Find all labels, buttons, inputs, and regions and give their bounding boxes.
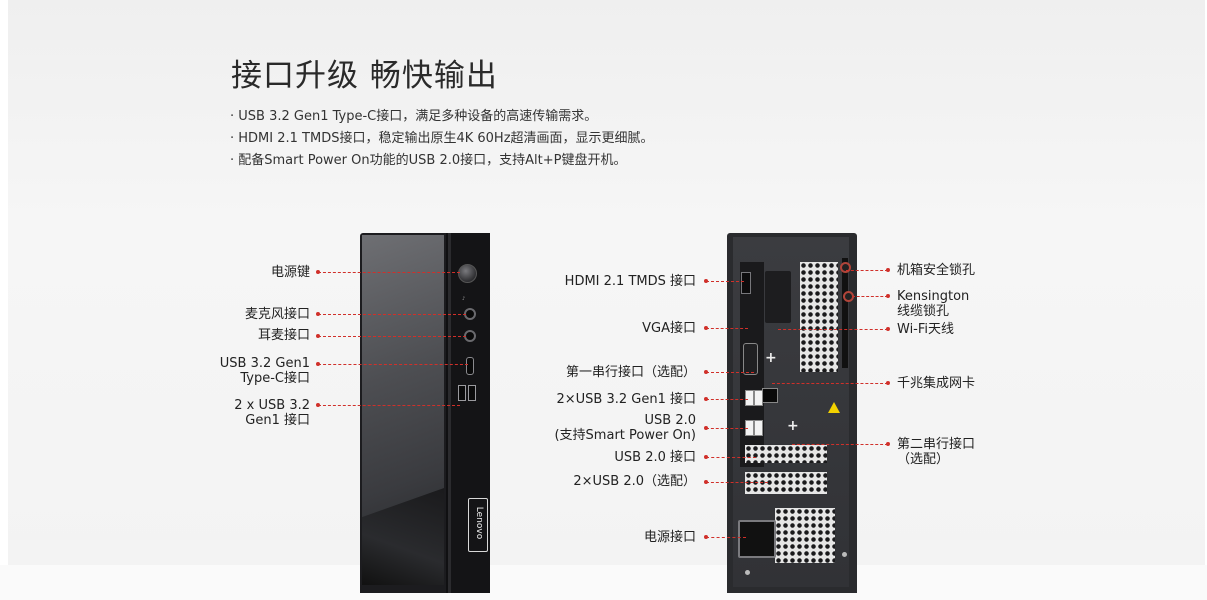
serial-slot-cover [745, 445, 827, 463]
label-serial2: 第二串行接口 （选配） [897, 437, 976, 467]
leader-dot [704, 480, 708, 484]
front-io-strip [451, 233, 490, 593]
usb20-port-icon [754, 420, 763, 436]
usbc-port-icon [466, 357, 474, 375]
leader-line [706, 428, 748, 429]
label-lan: 千兆集成网卡 [897, 376, 976, 391]
lan-port-icon [762, 388, 778, 403]
leader-dot [886, 294, 890, 298]
label-kensington: Kensington 线缆锁孔 [897, 289, 970, 319]
leader-line [706, 457, 756, 458]
leader-line [706, 372, 754, 373]
usb32-port-icon [745, 390, 754, 406]
background-panel [8, 0, 1205, 565]
label-wifi: Wi-Fi天线 [897, 322, 955, 337]
rear-vent-lower [775, 508, 835, 563]
page-title: 接口升级 畅快输出 [231, 58, 498, 94]
leader-dot [886, 327, 890, 331]
leader-dot [316, 312, 320, 316]
power-button-icon [458, 264, 477, 283]
leader-dot [886, 442, 890, 446]
screw-cross-icon: + [787, 418, 799, 434]
label-serial1: 第一串行接口（选配） [565, 365, 696, 380]
feature-item: 配备Smart Power On功能的USB 2.0接口，支持Alt+P键盘开机… [230, 150, 654, 172]
leader-dot [316, 362, 320, 366]
wifi-antenna-block [765, 271, 791, 323]
leader-dot [704, 397, 708, 401]
leader-dot [704, 426, 708, 430]
feature-item: USB 3.2 Gen1 Type-C接口，满足多种设备的高速传输需求。 [230, 106, 654, 128]
leader-line [852, 296, 888, 297]
leader-dot [704, 326, 708, 330]
label-usb20-spo: USB 2.0 (支持Smart Power On) [554, 413, 696, 443]
leader-line [706, 328, 748, 329]
label-headphone-jack: 耳麦接口 [257, 328, 310, 343]
label-mic-jack: 麦克风接口 [244, 307, 310, 322]
leader-line [706, 482, 768, 483]
screw-icon [842, 552, 847, 557]
label-usb32: 2×USB 3.2 Gen1 接口 [556, 392, 696, 407]
leader-line [792, 444, 888, 445]
label-usba: 2 x USB 3.2 Gen1 接口 [234, 398, 310, 428]
label-power-socket: 电源接口 [643, 530, 696, 545]
label-usbc: USB 3.2 Gen1 Type-C接口 [219, 356, 310, 386]
vga-port-icon [743, 343, 758, 375]
headset-symbol-icon: ♪ [462, 296, 466, 302]
leader-dot [704, 279, 708, 283]
hdmi-port-icon [741, 272, 751, 294]
leader-line [706, 537, 746, 538]
leader-line [318, 272, 460, 273]
screw-cross-icon: + [765, 350, 777, 366]
feature-list: USB 3.2 Gen1 Type-C接口，满足多种设备的高速传输需求。 HDM… [230, 106, 654, 172]
leader-line [318, 336, 466, 337]
label-hdmi: HDMI 2.1 TMDS 接口 [564, 274, 696, 289]
leader-dot [316, 403, 320, 407]
chassis-lock-icon [840, 262, 851, 273]
ac-power-socket-icon [738, 520, 776, 558]
label-power-button: 电源键 [270, 265, 310, 280]
expansion-slot-cover [745, 472, 827, 494]
footer-strip [0, 565, 1207, 600]
rear-vent-upper [800, 262, 838, 372]
warning-icon [828, 402, 840, 413]
label-vga: VGA接口 [642, 321, 696, 336]
label-usb20: USB 2.0 接口 [614, 450, 696, 465]
usba-port-icon [468, 385, 476, 401]
leader-dot [704, 370, 708, 374]
leader-line [318, 364, 468, 365]
feature-item: HDMI 2.1 TMDS接口，稳定输出原生4K 60Hz超清画面，显示更细腻。 [230, 128, 653, 150]
leader-line [706, 281, 744, 282]
screw-icon [745, 570, 750, 575]
leader-dot [316, 270, 320, 274]
usba-port-icon [458, 385, 466, 401]
leader-line [772, 383, 888, 384]
leader-dot [886, 268, 890, 272]
leader-line [778, 329, 888, 330]
leader-dot [704, 535, 708, 539]
leader-line [318, 405, 460, 406]
leader-line [706, 399, 748, 400]
brand-logo: Lenovo [474, 506, 484, 540]
brand-badge [468, 498, 488, 552]
label-usb20x2: 2×USB 2.0（选配） [573, 474, 696, 489]
leader-dot [316, 334, 320, 338]
leader-dot [704, 455, 708, 459]
label-chassis-lock: 机箱安全锁孔 [897, 263, 976, 278]
leader-dot [886, 381, 890, 385]
leader-line [846, 270, 888, 271]
leader-line [318, 314, 466, 315]
rear-slot [842, 258, 848, 368]
